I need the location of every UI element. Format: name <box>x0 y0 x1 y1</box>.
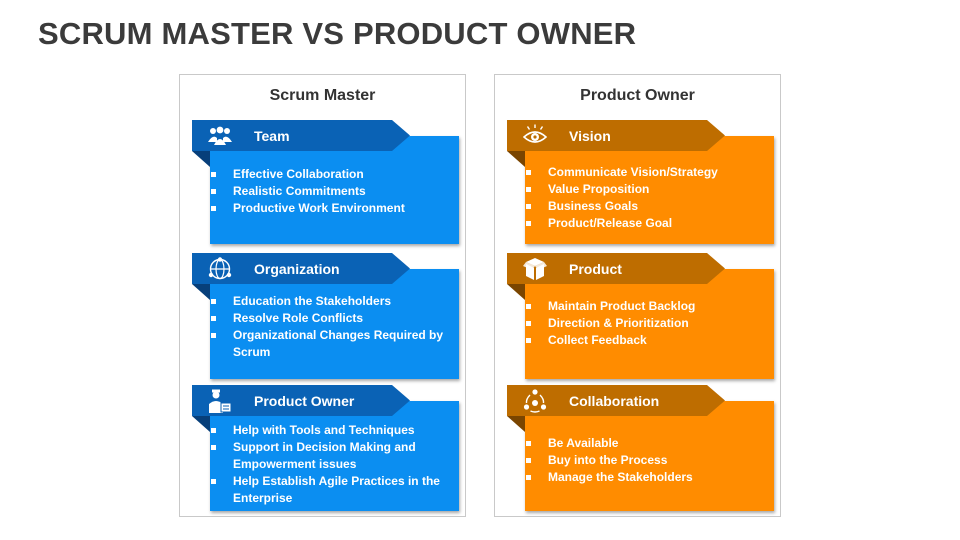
product-owner-card-body <box>210 401 459 511</box>
list-item: Communicate Vision/Strategy <box>525 164 766 181</box>
collaboration-list: Be Available Buy into the Process Manage… <box>525 435 766 486</box>
team-card-header: Team <box>192 120 410 151</box>
list-item: Collect Feedback <box>525 332 766 349</box>
team-card-body <box>210 136 459 244</box>
collaboration-card-body <box>525 401 774 511</box>
collaboration-card-label: Collaboration <box>569 393 660 409</box>
list-item: Organizational Changes Required by Scrum <box>210 327 451 361</box>
list-item: Value Proposition <box>525 181 766 198</box>
scrum-master-panel: Scrum Master Team Effective Collaboratio… <box>179 74 466 517</box>
page-title: SCRUM MASTER VS PRODUCT OWNER <box>38 16 637 51</box>
list-item: Help with Tools and Techniques <box>210 422 451 439</box>
collaboration-card: Collaboration Be Available Buy into the … <box>507 385 774 511</box>
list-item: Support in Decision Making and Empowerme… <box>210 439 451 473</box>
product-card-body <box>525 269 774 379</box>
vision-card: Vision Communicate Vision/Strategy Value… <box>507 120 774 244</box>
product-owner-panel: Product Owner Vision Communicate Vision/… <box>494 74 781 517</box>
list-item: Education the Stakeholders <box>210 293 451 310</box>
collaboration-card-header: Collaboration <box>507 385 725 416</box>
product-list: Maintain Product Backlog Direction & Pri… <box>525 298 766 349</box>
product-card-header: Product <box>507 253 725 284</box>
header-fold <box>507 416 525 432</box>
list-item: Maintain Product Backlog <box>525 298 766 315</box>
vision-card-body <box>525 136 774 244</box>
vision-list: Communicate Vision/Strategy Value Propos… <box>525 164 766 232</box>
list-item: Help Establish Agile Practices in the En… <box>210 473 451 507</box>
product-card-label: Product <box>569 261 622 277</box>
list-item: Realistic Commitments <box>210 183 451 200</box>
team-card: Team Effective Collaboration Realistic C… <box>192 120 459 244</box>
organization-icon <box>208 257 232 280</box>
list-item: Product/Release Goal <box>525 215 766 232</box>
list-item: Business Goals <box>525 198 766 215</box>
team-list: Effective Collaboration Realistic Commit… <box>210 166 451 217</box>
product-owner-heading: Product Owner <box>580 87 695 104</box>
list-item: Manage the Stakeholders <box>525 469 766 486</box>
header-fold <box>192 151 210 167</box>
product-owner-card-header: Product Owner <box>192 385 410 416</box>
list-item: Buy into the Process <box>525 452 766 469</box>
product-owner-icon <box>209 389 232 413</box>
list-item: Productive Work Environment <box>210 200 451 217</box>
scrum-master-heading: Scrum Master <box>269 87 376 104</box>
organization-list: Education the Stakeholders Resolve Role … <box>210 293 451 361</box>
product-card: Product Maintain Product Backlog Directi… <box>507 253 774 379</box>
list-item: Direction & Prioritization <box>525 315 766 332</box>
vision-card-header: Vision <box>507 120 725 151</box>
organization-card: Organization Education the Stakeholders … <box>192 253 459 379</box>
vision-card-label: Vision <box>569 128 611 144</box>
header-fold <box>507 151 525 167</box>
product-box-icon <box>523 258 547 280</box>
header-fold <box>192 416 210 432</box>
header-fold <box>192 284 210 300</box>
list-item: Be Available <box>525 435 766 452</box>
team-icon <box>208 126 232 145</box>
list-item: Resolve Role Conflicts <box>210 310 451 327</box>
collaboration-icon <box>523 389 547 413</box>
vision-eye-icon <box>523 124 547 143</box>
header-fold <box>507 284 525 300</box>
product-owner-card: Product Owner Help with Tools and Techni… <box>192 385 459 511</box>
organization-card-header: Organization <box>192 253 410 284</box>
list-item: Effective Collaboration <box>210 166 451 183</box>
team-card-label: Team <box>254 128 290 144</box>
organization-card-label: Organization <box>254 261 340 277</box>
product-owner-card-label: Product Owner <box>254 393 355 409</box>
organization-card-body <box>210 269 459 379</box>
product-owner-list: Help with Tools and Techniques Support i… <box>210 422 451 507</box>
